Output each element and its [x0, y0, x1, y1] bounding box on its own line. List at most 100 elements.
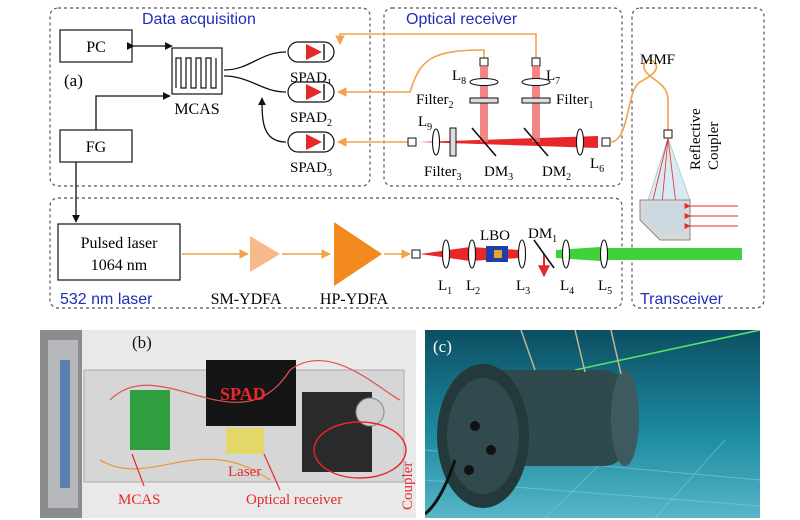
- fiber-spad2: [337, 49, 485, 97]
- mcas-label: MCAS: [174, 101, 219, 118]
- sm-ydfa-amp: [250, 236, 280, 272]
- coupler-ray-1: [651, 137, 669, 205]
- dm2-mirror: [523, 127, 549, 157]
- optical-receiver-photo-label: Optical receiver: [246, 492, 342, 508]
- coupler-mount: [355, 397, 385, 427]
- coupler-ray-2: [661, 137, 669, 205]
- lens-l9: [431, 128, 441, 156]
- spad1-icon: [287, 41, 335, 63]
- spad2-mcas-link: [223, 75, 287, 93]
- laser-section-box: [49, 197, 623, 309]
- pulse-icon: [175, 57, 217, 89]
- green-beam-out: [600, 248, 742, 260]
- transceiver-box: [631, 7, 765, 309]
- dm3-label: DM3: [484, 164, 513, 183]
- spad3-mcas-link: [258, 97, 287, 143]
- lens-l4: [561, 239, 571, 269]
- spad3-label: SPAD3: [290, 160, 332, 179]
- filter2-plate: [469, 97, 499, 104]
- mmf-label: MMF: [640, 52, 675, 68]
- schematic-diagram: Data acquisition Optical receiver 532 nm…: [49, 7, 765, 309]
- panel-a-label: (a): [64, 71, 83, 90]
- receiver-beam-l7: [532, 66, 540, 142]
- pulsed-laser-line1: Pulsed laser: [81, 235, 159, 252]
- tether-cable: [425, 459, 457, 516]
- coupler-window: [644, 204, 684, 234]
- receiver-main-beam: [418, 136, 598, 148]
- lbo-label: LBO: [480, 228, 510, 244]
- housing-cap-inner: [447, 378, 519, 494]
- connector-l6: [601, 137, 611, 147]
- filter1-label: Filter1: [556, 92, 594, 111]
- coupler-connector: [663, 129, 673, 139]
- coupler-ray-3: [667, 137, 677, 205]
- l6-label: L6: [590, 156, 604, 175]
- laser-photo-label: Laser: [228, 464, 261, 480]
- l5-label: L5: [598, 278, 612, 297]
- spad-module: [206, 360, 296, 426]
- housing-end: [611, 370, 639, 466]
- transceiver-title: Transceiver: [640, 291, 724, 308]
- suspension-rope-1: [520, 330, 536, 371]
- receiver-beam-l8: [480, 66, 488, 142]
- l1-label: L1: [438, 278, 452, 297]
- fiber-spad1: [335, 33, 537, 62]
- l3-label: L3: [516, 278, 530, 297]
- l9-label: L9: [418, 114, 432, 133]
- fg-block: [59, 129, 133, 163]
- mcas-block: [171, 47, 223, 95]
- spad2-icon: [287, 81, 335, 103]
- underwater-photo: (c): [425, 330, 760, 518]
- panel-c-label: (c): [433, 337, 452, 356]
- l2-label: L2: [466, 278, 480, 297]
- optical-receiver-box: [383, 7, 623, 187]
- optical-receiver-title: Optical receiver: [406, 11, 518, 28]
- l8-label: L8: [452, 68, 466, 87]
- pulsed-laser-block: [57, 223, 181, 281]
- panel-b-label: (b): [132, 333, 152, 352]
- data-acquisition-box: [49, 7, 371, 187]
- receiver-loop: [313, 421, 407, 479]
- sm-ydfa-label: SM-YDFA: [211, 291, 282, 308]
- hp-ydfa-amp: [334, 222, 382, 286]
- coupler-label: Coupler: [706, 122, 722, 170]
- mmf-fiber: [609, 59, 669, 143]
- spad2-label: SPAD2: [290, 110, 332, 129]
- hp-ydfa-label: HP-YDFA: [320, 291, 389, 308]
- fg-label: FG: [86, 139, 107, 156]
- spad1-mcas-link: [223, 51, 287, 71]
- l4-label: L4: [560, 278, 574, 297]
- laser-module: [226, 428, 264, 454]
- spad3-icon: [287, 131, 335, 153]
- filter2-label: Filter2: [416, 92, 454, 111]
- connector-l8: [479, 57, 489, 67]
- mcas-board: [130, 390, 170, 450]
- lens-l8: [469, 77, 499, 87]
- mcas-pointer-line: [131, 453, 145, 487]
- connector-l9: [407, 137, 417, 147]
- filter3-plate: [449, 127, 457, 157]
- laser-out-connector: [411, 249, 421, 259]
- pulsed-laser-line2: 1064 nm: [91, 257, 148, 274]
- green-laser-beam: [574, 330, 760, 371]
- reflective-label: Reflective: [688, 108, 704, 170]
- connector-port-2: [486, 445, 496, 455]
- spad-photo-label: SPAD: [220, 384, 266, 404]
- cable-red: [109, 360, 401, 403]
- suspension-rope-2: [574, 330, 586, 373]
- lens-l1: [441, 239, 451, 269]
- fg-mcas-link: [95, 92, 171, 130]
- pc-label: PC: [86, 39, 106, 56]
- mcas-photo-label: MCAS: [118, 492, 161, 508]
- lens-l2: [467, 239, 477, 269]
- dm2-label: DM2: [542, 164, 571, 183]
- data-acquisition-title: Data acquisition: [142, 11, 256, 28]
- dm1-label: DM1: [528, 226, 557, 245]
- filter3-label: Filter3: [424, 164, 462, 183]
- connector-port-1: [470, 421, 480, 431]
- laser-pointer-line: [263, 453, 281, 491]
- connector-port-3: [464, 465, 474, 475]
- lens-l5: [599, 239, 609, 269]
- hardware-photo: (b) SPAD Laser MCAS Optical receiver Cou…: [40, 330, 416, 518]
